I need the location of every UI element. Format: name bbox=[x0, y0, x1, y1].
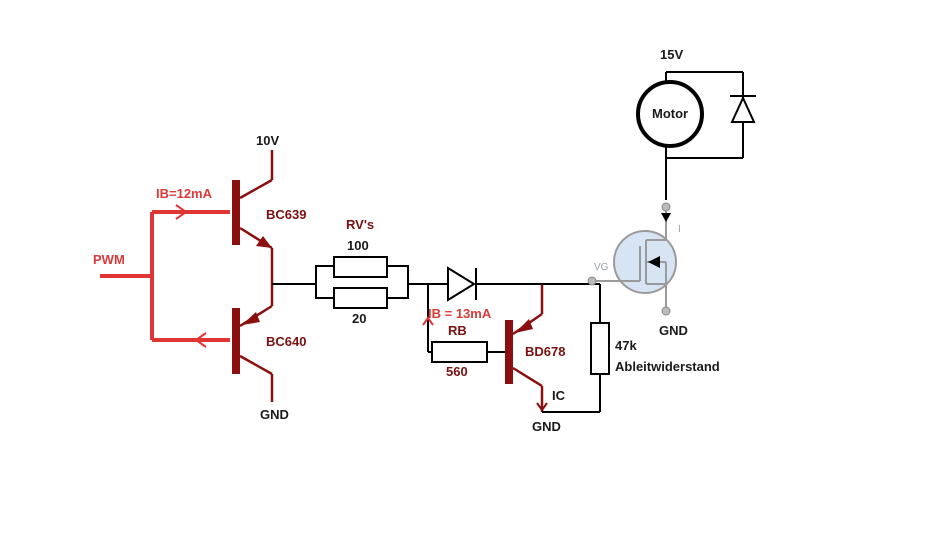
drain-current-label: I bbox=[678, 224, 681, 235]
bc639-transistor bbox=[232, 150, 274, 284]
ableitwiderstand-label: Ableitwiderstand bbox=[615, 359, 720, 374]
motor bbox=[636, 80, 704, 148]
bc640-label: BC640 bbox=[266, 334, 306, 349]
gnd-right-label: GND bbox=[659, 323, 688, 338]
vg-label: VG bbox=[594, 262, 609, 273]
bc639-label: BC639 bbox=[266, 207, 306, 222]
diode bbox=[447, 266, 542, 302]
gnd-left-label: GND bbox=[260, 407, 289, 422]
supply-15v-label: 15V bbox=[660, 47, 683, 62]
gnd-mid-label: GND bbox=[532, 419, 561, 434]
motor-label: Motor bbox=[652, 106, 688, 121]
rvs-resistor-network bbox=[315, 256, 409, 309]
bd678-transistor bbox=[505, 284, 548, 412]
pwm-wiring bbox=[100, 204, 230, 348]
mosfet bbox=[587, 202, 677, 316]
diode-branch-wiring bbox=[408, 283, 505, 363]
ib-top-label: IB=12mA bbox=[156, 186, 213, 201]
pwm-label: PWM bbox=[93, 252, 125, 267]
resistor-47k bbox=[590, 322, 610, 375]
resistor-20 bbox=[333, 287, 388, 309]
resistor-100 bbox=[333, 256, 388, 278]
motor-circuit bbox=[636, 71, 756, 222]
resistor-rb bbox=[431, 341, 488, 363]
resistor-560-label: 560 bbox=[446, 364, 468, 379]
ib-mid-label: IB = 13mA bbox=[428, 306, 492, 321]
rvs-label: RV's bbox=[346, 217, 374, 232]
resistor-47k-label: 47k bbox=[615, 338, 637, 353]
supply-10v-label: 10V bbox=[256, 133, 279, 148]
resistor-20-label: 20 bbox=[352, 311, 366, 326]
bc640-transistor bbox=[232, 284, 274, 402]
gate-wiring bbox=[542, 283, 610, 413]
flyback-diode bbox=[730, 95, 756, 123]
rb-label: RB bbox=[448, 323, 467, 338]
ic-label: IC bbox=[552, 388, 566, 403]
resistor-100-label: 100 bbox=[347, 238, 369, 253]
bd678-label: BD678 bbox=[525, 344, 565, 359]
